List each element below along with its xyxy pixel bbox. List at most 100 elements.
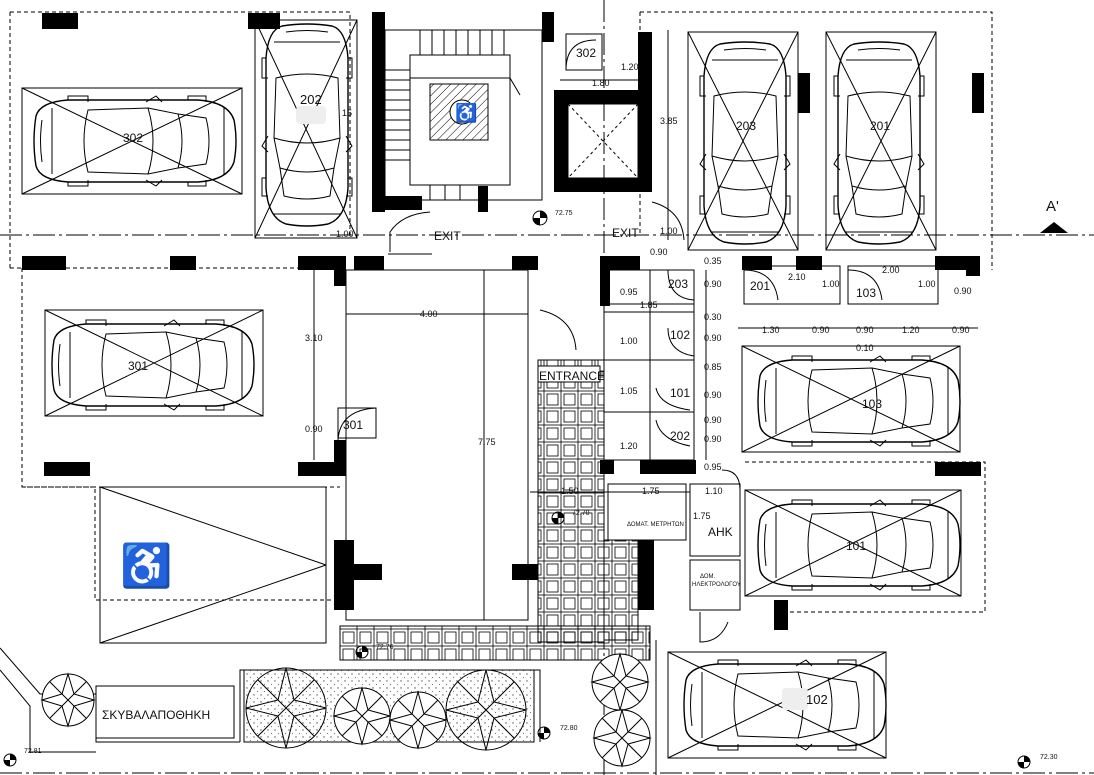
exit-door-right-arc	[651, 201, 685, 241]
svg-text:1.00: 1.00	[822, 279, 840, 289]
svg-text:103: 103	[856, 286, 876, 300]
parking-bay-101: 101	[744, 489, 962, 597]
storage-202: 202	[670, 429, 690, 443]
entrance-tiles-lower	[603, 539, 639, 641]
dim-1-80: 1.80	[592, 78, 610, 88]
svg-text:ΗΛΕΚΤΡΟΛΟΓΟΥ: ΗΛΕΚΤΡΟΛΟΓΟΥ	[692, 582, 741, 588]
storage-dims-column: 0.90 0.30 0.90 0.85 0.90 0.90 0.90 0.95 …	[650, 247, 722, 472]
parking-bay-201: 201	[825, 31, 937, 251]
parking-bay-102: 102	[667, 651, 887, 759]
svg-text:0.95: 0.95	[704, 462, 722, 472]
level-mark-72-76: 72.76	[355, 644, 394, 659]
svg-text:72.76: 72.76	[376, 644, 394, 651]
exit-label-right: EXIT	[612, 226, 639, 240]
svg-text:4.00: 4.00	[420, 309, 438, 319]
svg-text:♿: ♿	[455, 102, 477, 123]
dim-1-20: 1.20	[621, 62, 639, 72]
dashed-outlines	[9, 11, 993, 613]
level-mark-72-70: 72.70	[551, 510, 590, 525]
parking-bay-301: 301	[44, 309, 264, 417]
svg-text:0.90: 0.90	[704, 415, 722, 425]
svg-text:7.75: 7.75	[478, 437, 496, 447]
svg-text:0.90: 0.90	[856, 325, 874, 335]
svg-text:102: 102	[806, 692, 828, 707]
svg-text:72.30: 72.30	[1040, 754, 1058, 761]
svg-text:0.90: 0.90	[952, 325, 970, 335]
disabled-parking-bay: ♿	[99, 486, 327, 644]
parking-bay-202: 202	[254, 19, 358, 239]
storage-101: 101	[670, 386, 690, 400]
bay-dims-row: 1.30 0.90 0.90 1.20 0.90 0.10	[738, 325, 978, 353]
dim-1-00-right: 1.00	[660, 226, 678, 236]
svg-text:ΔΟΜΑΤ. ΜΕΤΡΗΤΩΝ: ΔΟΜΑΤ. ΜΕΤΡΗΤΩΝ	[627, 522, 684, 528]
trees	[40, 652, 652, 768]
svg-text:201: 201	[750, 279, 770, 293]
storage-102: 102	[670, 328, 690, 342]
parking-bay-302: 302	[21, 87, 243, 195]
storage-301: 301	[337, 407, 377, 441]
svg-text:1.20: 1.20	[902, 325, 920, 335]
storage-302: 302	[576, 46, 596, 60]
storage-203: 203	[668, 277, 688, 291]
planter-gravel	[243, 669, 535, 743]
lift-shaft	[565, 33, 639, 179]
svg-text:A': A'	[1046, 198, 1059, 215]
entrance-tiles	[537, 359, 605, 643]
entrance-door: ENTRANCE	[537, 309, 605, 383]
staircase: ♿	[384, 29, 543, 201]
dim-3-10: 3.10	[305, 333, 323, 343]
level-mark-72-80: 72.80	[537, 725, 578, 740]
svg-text:ΔΟΜ.: ΔΟΜ.	[700, 574, 716, 580]
dim-0-95: 0.95	[620, 287, 638, 297]
svg-text:1.00: 1.00	[918, 279, 936, 289]
svg-text:72.70: 72.70	[572, 510, 590, 517]
svg-text:0.90: 0.90	[704, 434, 722, 444]
ahk-room: ΑΗΚ 1.75	[689, 469, 741, 557]
dim-0-90-left: 0.90	[305, 424, 323, 434]
storage-103-room: 103 2.00 1.00	[847, 265, 939, 305]
svg-text:72.75: 72.75	[555, 210, 573, 217]
dim-0-90-g: 0.90	[954, 286, 972, 296]
svg-text:202: 202	[300, 92, 322, 107]
exit-door-left: EXIT	[388, 211, 461, 255]
svg-text:302: 302	[123, 131, 143, 145]
svg-text:1.10: 1.10	[705, 486, 723, 496]
parking-bay-203: 203	[687, 31, 799, 251]
svg-text:1.30: 1.30	[762, 325, 780, 335]
level-mark-72-75: 72.75	[532, 210, 573, 226]
level-mark-72-30: 72.30	[1017, 754, 1058, 769]
garbage-room: ΣΚΥΒΑΛΑΠΟΘΗΚΗ	[95, 685, 235, 739]
svg-text:EXIT: EXIT	[434, 229, 461, 243]
dim-1-00-s: 1.00	[620, 336, 638, 346]
svg-text:ENTRANCE: ENTRANCE	[539, 369, 605, 383]
svg-text:203: 203	[736, 119, 756, 133]
storage-201-room: 201 2.10 1.00	[743, 265, 841, 305]
walls	[22, 12, 984, 630]
svg-text:1.75: 1.75	[642, 486, 660, 496]
svg-text:1.75: 1.75	[693, 511, 711, 521]
dim-3-85: 3.85	[660, 116, 678, 126]
svg-text:0.90: 0.90	[704, 333, 722, 343]
svg-text:0.35: 0.35	[704, 256, 722, 266]
svg-text:0.90: 0.90	[704, 390, 722, 400]
wheelchair-icon: ♿	[120, 541, 172, 590]
dim-1-85: 1.85	[640, 300, 658, 310]
storage-block	[603, 269, 707, 461]
meter-room: ΔΟΜΑΤ. ΜΕΤΡΗΤΩΝ 1.50 1.75 1.10	[530, 483, 723, 541]
svg-text:0.30: 0.30	[704, 312, 722, 322]
dim-15: 15	[342, 108, 352, 118]
svg-text:1.50: 1.50	[561, 486, 579, 496]
svg-text:301: 301	[128, 359, 148, 373]
svg-text:101: 101	[846, 539, 866, 553]
central-hall: 4.00 7.75	[345, 269, 529, 621]
svg-text:ΣΚΥΒΑΛΑΠΟΘΗΚΗ: ΣΚΥΒΑΛΑΠΟΘΗΚΗ	[102, 708, 210, 722]
svg-text:103: 103	[862, 397, 882, 411]
svg-text:301: 301	[343, 418, 363, 432]
svg-text:0.90: 0.90	[650, 247, 668, 257]
dim-1-05: 1.05	[620, 386, 638, 396]
svg-text:ΑΗΚ: ΑΗΚ	[708, 525, 733, 539]
svg-text:0.90: 0.90	[812, 325, 830, 335]
svg-text:201: 201	[870, 119, 890, 133]
svg-text:0.90: 0.90	[704, 279, 722, 289]
